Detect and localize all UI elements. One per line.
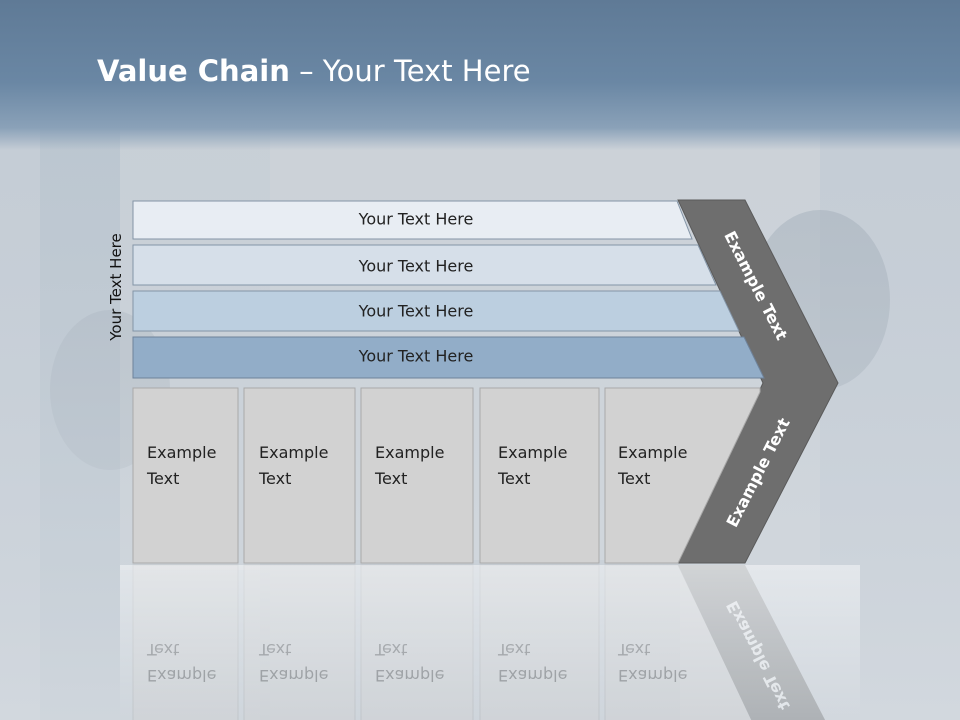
bar-2 xyxy=(132,244,717,286)
bar-2-label: Your Text Here xyxy=(358,257,474,276)
box-4-line1: Example xyxy=(498,443,567,462)
box-4 xyxy=(479,387,600,564)
bar-3 xyxy=(132,290,740,332)
box-1-line2: Text xyxy=(146,469,179,488)
bar-4 xyxy=(132,336,765,379)
box-3-line2: Text xyxy=(374,469,407,488)
bar-4-label: Your Text Here xyxy=(358,347,474,366)
box-4-line2: Text xyxy=(497,469,530,488)
box-1-line1: Example xyxy=(147,443,216,462)
bar-3-label: Your Text Here xyxy=(358,302,474,321)
title-bold: Value Chain xyxy=(97,54,290,88)
chevron-arrow xyxy=(677,199,839,564)
box-5-line1: Example xyxy=(618,443,687,462)
bar-1-label: Your Text Here xyxy=(358,210,474,229)
header-band xyxy=(0,0,960,150)
bar-1 xyxy=(132,200,693,240)
box-1 xyxy=(132,387,239,564)
page-title: Value Chain – Your Text Here xyxy=(97,54,531,88)
box-3-line1: Example xyxy=(375,443,444,462)
box-5 xyxy=(604,387,761,564)
title-rest: – Your Text Here xyxy=(289,54,531,88)
box-5-line2: Text xyxy=(617,469,650,488)
box-2-line1: Example xyxy=(259,443,328,462)
box-2 xyxy=(243,387,356,564)
box-2-line2: Text xyxy=(258,469,291,488)
reflection-fade xyxy=(120,565,860,720)
box-3 xyxy=(360,387,474,564)
